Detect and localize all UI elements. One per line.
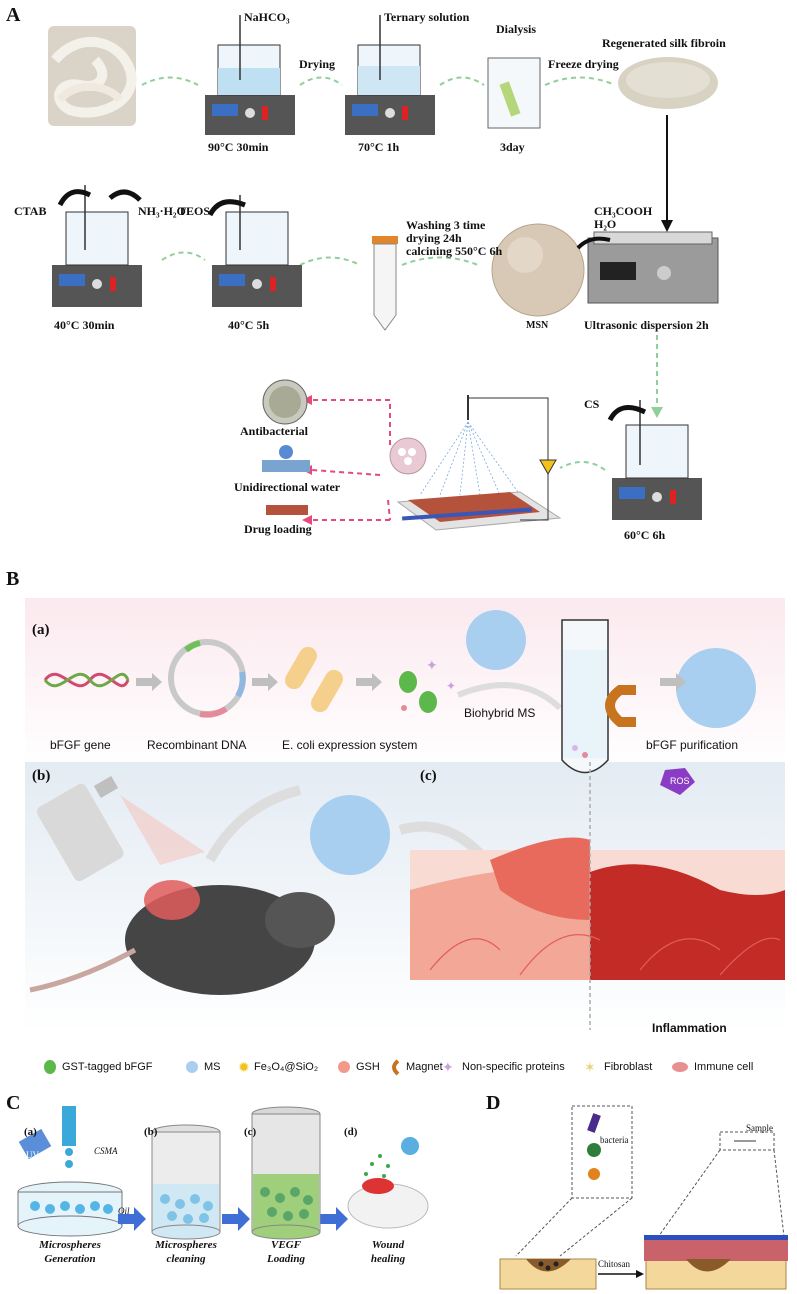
c-step-a-caption: Microspheres Generation [22,1238,118,1266]
label-wash-2: drying 24h [406,231,462,245]
label-purification: bFGF purification [646,738,739,752]
label-wash-1: Washing 3 time [406,218,486,232]
c-step-c-line1: VEGF [271,1239,301,1251]
label-nahco3: NaHCO₃ [244,10,290,24]
c-step-a-line1: Microspheres [39,1239,101,1251]
legend-8: Immune cell [694,1061,754,1073]
c-step-a-line2: Generation [44,1253,96,1265]
label-70c: 70°C 1h [358,140,400,154]
legend-5: Magnet [406,1061,443,1073]
legend-4: GSH [356,1061,380,1073]
panel-c-graphics [17,1106,429,1240]
label-90c: 90°C 30min [208,140,269,154]
label-inflammation: Inflammation [652,1021,727,1035]
c-step-b-line2: cleaning [166,1253,206,1265]
hotplate-3 [52,185,142,307]
label-oil: Oil [118,1206,130,1216]
label-cs: CS [584,397,600,411]
panel-b-graphics: ✦ ✦ ✹ ✦ ✶ [25,598,785,1076]
panel-d-graphics [499,1105,788,1290]
label-ros: ROS [670,776,690,786]
label-regen: Regenerated silk fibroin [602,36,726,50]
legend-1: GST-tagged bFGF [62,1061,153,1073]
legend-6: Non-specific proteins [462,1061,565,1073]
c-step-c-caption: VEGF Loading [238,1238,334,1266]
label-40c-b: 40°C 5h [228,318,270,332]
label-drug-loading: Drug loading [244,522,312,536]
label-teos: TEOS [178,204,211,218]
label-chitosan: Chitosan [598,1259,631,1269]
ultrasonic-bath [576,231,719,304]
label-recombinant: Recombinant DNA [147,738,247,752]
label-unidirectional: Unidirectional water [234,480,341,494]
legend-3: Fe₃O₄@SiO₂ [254,1061,319,1073]
legend-2: MS [204,1061,221,1073]
label-ternary: Ternary solution [384,10,470,24]
svg-text:✦: ✦ [442,1061,454,1076]
panel-d-letter: D [486,1092,501,1114]
label-dialysis: Dialysis [496,22,537,36]
label-wash-3: calcining 550°C 6h [406,244,503,258]
hotplate-5 [607,400,702,520]
svg-text:✹: ✹ [238,1061,250,1076]
legend-7: Fibroblast [604,1061,653,1073]
c-step-d-line1: Wound [371,1239,405,1251]
label-bacteria: bacteria [600,1135,629,1145]
hotplate-2 [345,15,435,135]
c-step-b-caption: Microspheres cleaning [138,1238,234,1266]
c-step-b-line1: Microspheres [155,1239,217,1251]
label-3day: 3day [500,140,525,154]
svg-text:✦: ✦ [426,659,438,674]
label-drying: Drying [299,57,335,71]
panel-b-sub-a: (a) [32,622,50,638]
c-step-d-line2: healing [370,1253,406,1265]
label-csma: CSMA [94,1146,118,1156]
panel-b-sub-b: (b) [32,768,51,784]
hotplate-4 [207,195,302,307]
label-40c-a: 40°C 30min [54,318,115,332]
label-antibacterial: Antibacterial [240,424,308,438]
c-step-a-tag: (a) [24,1126,37,1138]
label-ctab: CTAB [14,204,47,218]
label-h2o: H₂O [594,217,617,231]
hotplate-1 [205,15,295,135]
panel-c-letter: C [6,1092,21,1114]
label-ch3cooh: CH₃COOH [594,204,653,218]
panel-b-sub-c: (c) [420,768,437,784]
panel-b-letter: B [6,568,20,590]
panel-a-letter: A [6,4,21,26]
c-step-d-caption: Wound healing [340,1238,436,1266]
label-freeze: Freeze drying [548,57,619,71]
svg-text:✦: ✦ [446,679,456,693]
label-biohybrid: Biohybrid MS [464,706,536,720]
label-uv: UV [26,1150,39,1160]
svg-text:✶: ✶ [584,1061,596,1076]
label-ultrasonic: Ultrasonic dispersion 2h [584,318,709,332]
label-nh3: NH₃·H₂O [138,204,186,218]
c-step-c-tag: (c) [244,1126,257,1138]
c-step-d-tag: (d) [344,1126,358,1138]
label-sample: Sample [746,1123,773,1133]
label-60c: 60°C 6h [624,528,666,542]
c-step-b-tag: (b) [144,1126,158,1138]
label-msn: MSN [526,320,549,331]
c-step-c-line2: Loading [267,1253,305,1265]
panel-a-graphics [48,15,719,531]
label-ecoli: E. coli expression system [282,738,418,752]
label-bfgf-gene: bFGF gene [50,738,111,752]
